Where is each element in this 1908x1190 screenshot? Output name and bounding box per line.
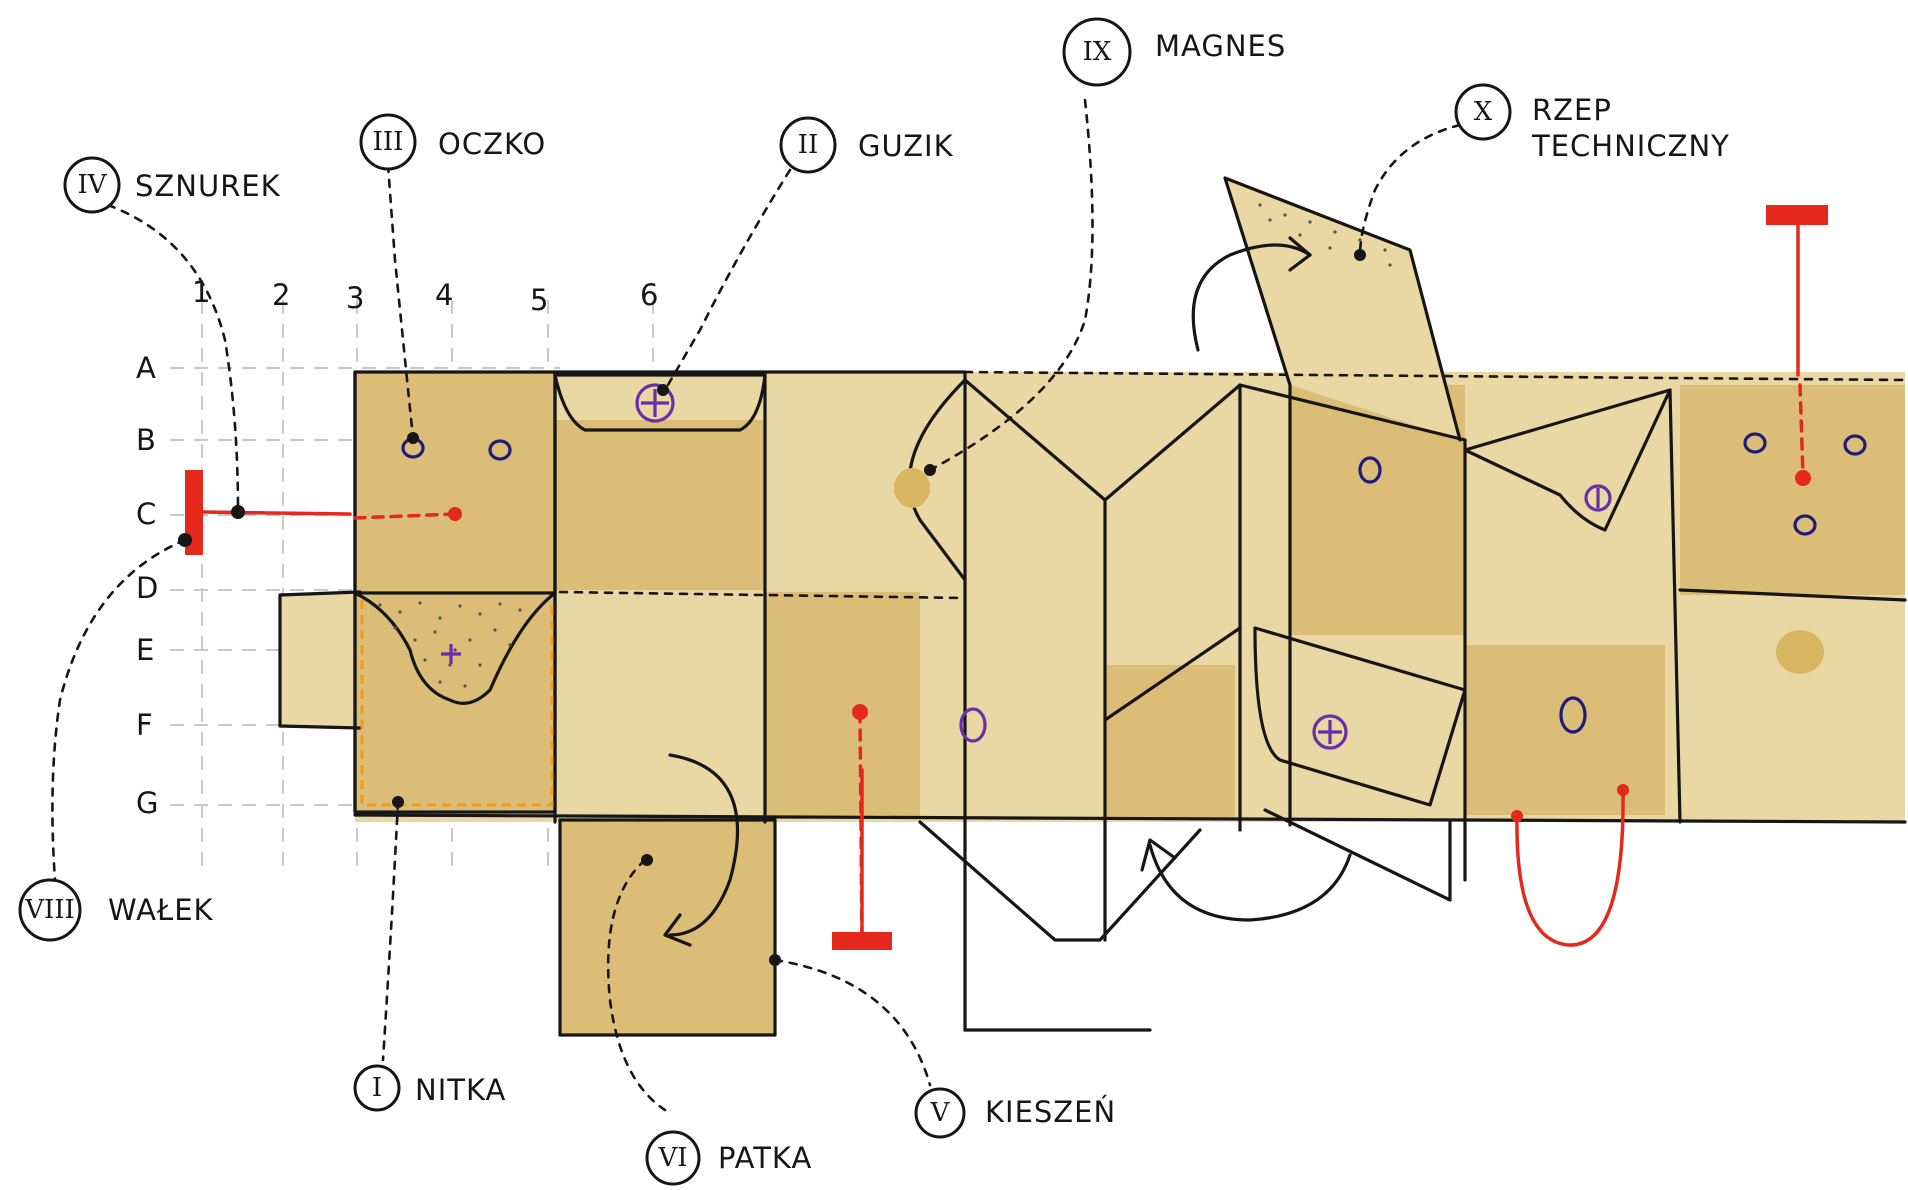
callout-badge: III <box>373 127 404 157</box>
column-label: 6 <box>640 278 658 312</box>
callout-label: OCZKO <box>438 127 546 161</box>
callout-label: NITKA <box>415 1073 506 1107</box>
row-label: A <box>136 351 156 385</box>
callout-iv: IV SZNUREK <box>65 158 281 519</box>
callout-label: GUZIK <box>858 129 954 163</box>
row-labels: A B C D E F G <box>136 351 158 820</box>
callout-i: I NITKA <box>355 796 506 1110</box>
callout-label: KIESZEŃ <box>985 1095 1116 1129</box>
row-label: E <box>136 633 154 667</box>
column-label: 5 <box>530 283 548 317</box>
callout-v: V KIESZEŃ <box>769 954 1116 1137</box>
callout-badge: VI <box>657 1143 687 1173</box>
callout-x: X RZEP TECHNICZNY <box>1354 85 1730 261</box>
callout-badge: X <box>1474 97 1493 127</box>
callout-badge: IV <box>77 170 107 200</box>
callout-badge: V <box>930 1098 951 1128</box>
callout-label: WAŁEK <box>108 893 214 927</box>
row-label: G <box>136 786 158 820</box>
row-label: C <box>136 497 156 531</box>
callout-badge: I <box>372 1073 382 1103</box>
callout-badge: VIII <box>24 895 75 925</box>
callout-viii: VIII WAŁEK <box>20 533 214 940</box>
column-label: 4 <box>435 278 453 312</box>
callout-label: TECHNICZNY <box>1531 129 1730 163</box>
callout-ii: II GUZIK <box>657 118 954 396</box>
callout-label: RZEP <box>1532 93 1612 127</box>
callout-label: SZNUREK <box>135 169 281 203</box>
row-label: F <box>136 708 153 742</box>
callout-badge: IX <box>1083 37 1112 67</box>
column-label: 2 <box>272 278 290 312</box>
callout-label: MAGNES <box>1155 29 1286 63</box>
pattern-panels <box>280 178 1905 1035</box>
column-label: 3 <box>346 281 364 315</box>
row-label: D <box>136 571 158 605</box>
callout-label: PATKA <box>718 1141 812 1175</box>
callout-badge: II <box>798 130 819 160</box>
column-labels: 1 2 3 4 5 6 <box>192 275 658 317</box>
row-label: B <box>136 423 156 457</box>
